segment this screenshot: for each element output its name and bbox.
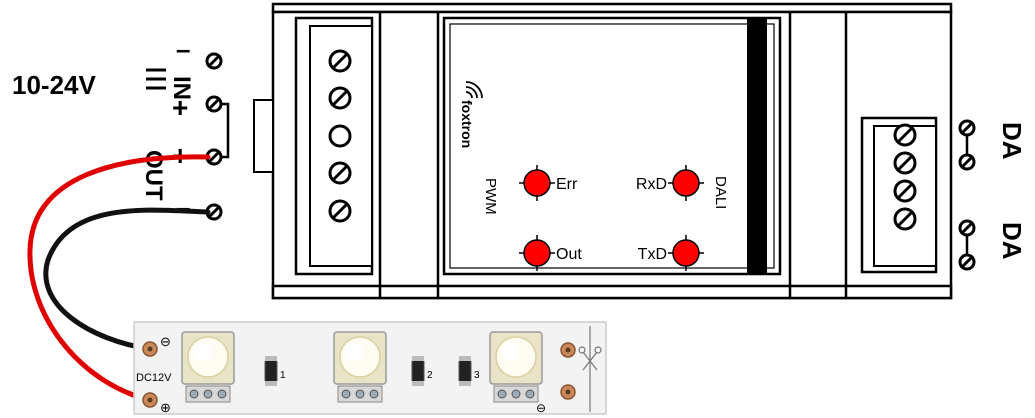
negative-wire: [43, 207, 211, 352]
terminal-screw: [893, 179, 917, 203]
terminal-screw: [328, 86, 352, 110]
module-bottom-step: [271, 284, 953, 300]
led-rxd-label: RxD: [636, 176, 667, 193]
led-strip: ⊖ ⊕ DC12V: [133, 321, 607, 415]
resistor-label: 1: [280, 370, 286, 381]
scissors-icon: [578, 326, 602, 412]
screw-symbol: [205, 52, 223, 70]
screw-symbol: [958, 119, 976, 137]
brand-logo: foxtron: [459, 81, 483, 148]
led-err: Err: [519, 165, 578, 201]
led-err-label: Err: [556, 176, 578, 193]
led-indicator: [523, 239, 551, 267]
smd-led: [333, 331, 387, 403]
terminal-screw: [893, 151, 917, 175]
strip-minus-symbol: ⊖: [160, 334, 171, 349]
led-out: Out: [519, 235, 582, 271]
led-out-label: Out: [556, 246, 582, 263]
dali-bus-label-bottom: DA: [997, 222, 1027, 260]
equivalence-symbol: [146, 68, 166, 90]
terminal-screw: [328, 49, 352, 73]
screw-symbol: [958, 153, 976, 171]
led-indicator: [523, 169, 551, 197]
brand-name: foxtron: [459, 100, 475, 148]
terminal-screw: [328, 161, 352, 185]
in-minus-sign: –: [176, 34, 190, 64]
led-txd: TxD: [638, 235, 704, 271]
led-indicator: [672, 239, 700, 267]
screw-symbol: [958, 253, 976, 271]
model-stripe: DALIpwm15: [747, 18, 767, 274]
led-rxd: RxD: [636, 165, 704, 201]
screw-symbol: [205, 95, 223, 113]
screw-symbol: [958, 219, 976, 237]
terminal-screw: [328, 124, 352, 148]
pwm-label: PWM: [482, 178, 499, 215]
resistor-label: 2: [427, 370, 433, 381]
terminal-screw: [893, 207, 917, 231]
front-panel: [442, 16, 782, 276]
resistor: 2: [411, 356, 433, 386]
smd-led: [181, 331, 235, 403]
led-indicator: [672, 169, 700, 197]
led-txd-label: TxD: [638, 246, 667, 263]
module-side-tab: [253, 99, 274, 173]
out-minus-sign: –: [176, 192, 190, 222]
wifi-icon: [465, 81, 483, 99]
voltage-label: 10-24V: [12, 70, 96, 100]
resistor-label: 3: [474, 370, 480, 381]
resistor: 1: [264, 356, 286, 386]
positive-wire: [27, 154, 211, 403]
dali-bus-label-top: DA: [997, 122, 1027, 160]
in-label: IN: [168, 76, 195, 100]
din-module: [253, 2, 953, 300]
dali-label: DALI: [712, 176, 729, 209]
strip-plus-symbol: ⊕: [160, 400, 171, 415]
plus-jumper: [221, 102, 230, 159]
terminal-screw: [328, 199, 352, 223]
in-plus-sign: +: [172, 92, 188, 123]
terminal-screw: [893, 123, 917, 147]
strip-voltage-label: DC12V: [136, 372, 172, 384]
power-terminal-block: [294, 16, 374, 276]
smd-led: [489, 331, 543, 403]
model-label: DALIpwm15: [748, 80, 765, 167]
dali-terminal-block: [860, 116, 938, 274]
resistor: 3: [458, 356, 480, 386]
strip-end-minus-symbol: ⊖: [536, 401, 546, 415]
